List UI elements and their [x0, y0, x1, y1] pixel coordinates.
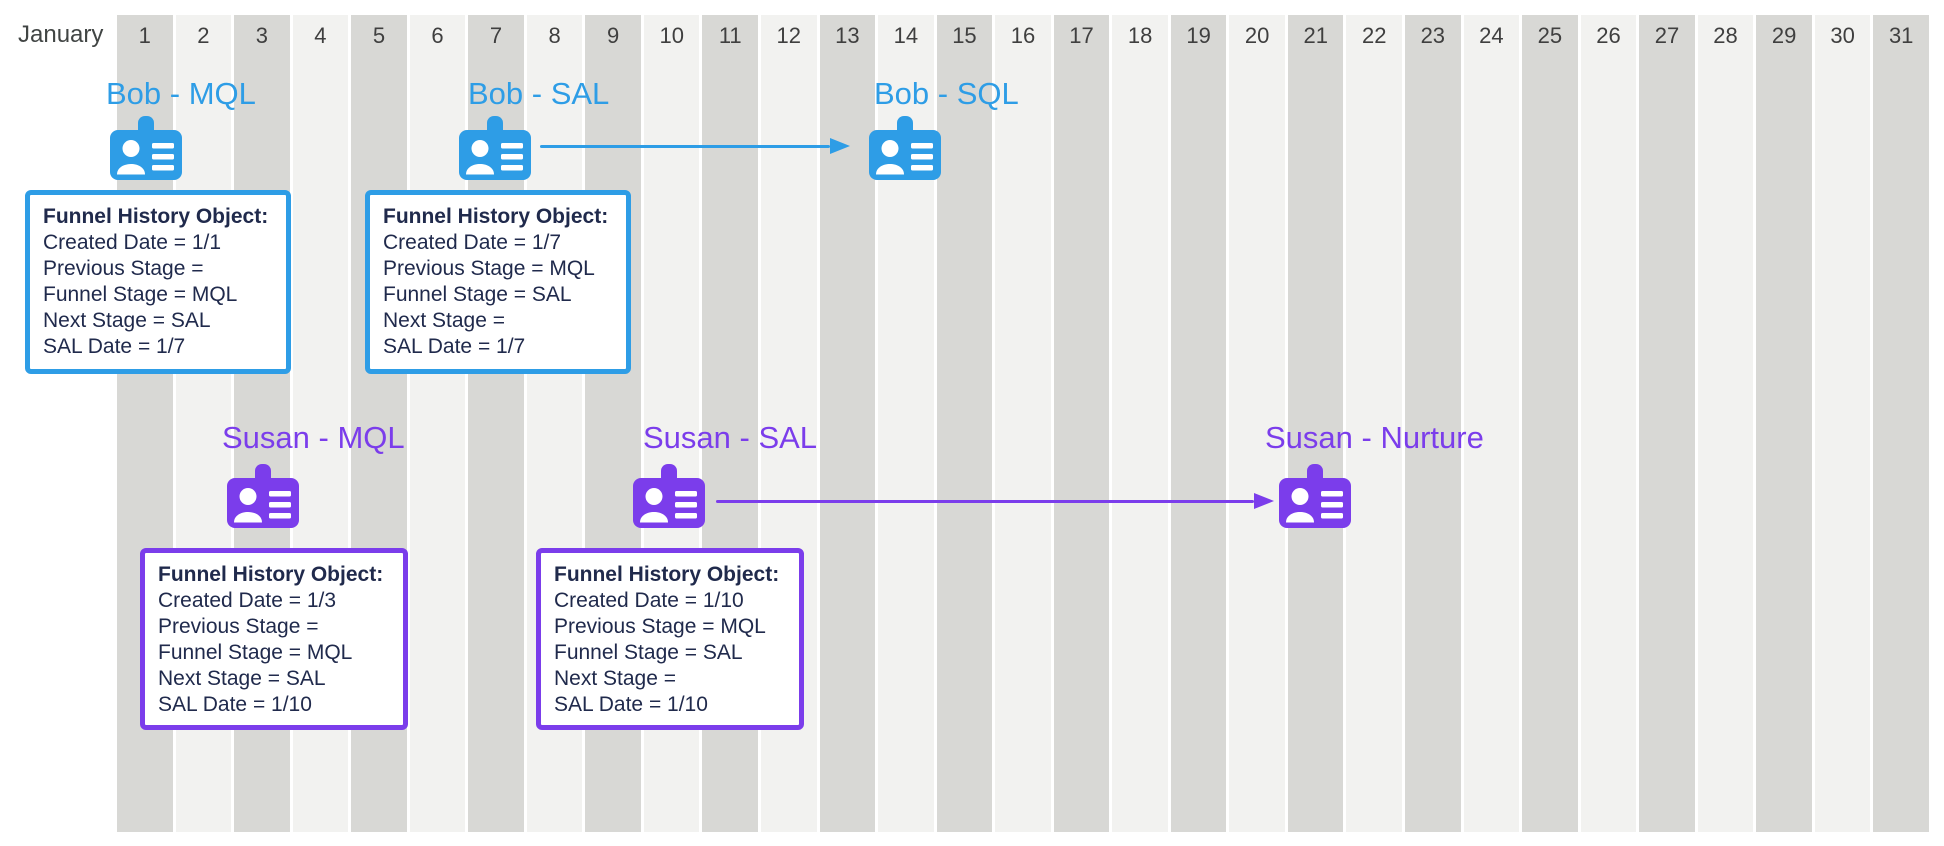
funnel-box-title: Funnel History Object: [383, 205, 609, 228]
day-column-23: 23 [1405, 15, 1461, 832]
day-column-28: 28 [1697, 15, 1754, 832]
funnel-box-line: Next Stage = [383, 309, 505, 332]
funnel-box-title: Funnel History Object: [158, 563, 384, 586]
funnel-box-title: Funnel History Object: [554, 563, 780, 586]
day-column-19: 19 [1170, 15, 1227, 832]
day-number: 29 [1771, 23, 1797, 48]
funnel-box-line: Next Stage = SAL [43, 309, 211, 332]
contact-badge-icon-susan-sal [633, 464, 705, 528]
day-column-31: 31 [1873, 15, 1929, 832]
funnel-history-box-bob-mql: Funnel History Object: Created Date = 1/… [25, 190, 291, 374]
day-number: 28 [1713, 23, 1738, 48]
funnel-box-line: Previous Stage = [43, 257, 204, 280]
funnel-box-line: Next Stage = [554, 667, 676, 690]
arrow-line [716, 500, 1254, 503]
day-number: 8 [548, 23, 561, 48]
day-column-21: 21 [1287, 15, 1344, 832]
day-number: 2 [197, 23, 210, 48]
stage-label-bob-mql: Bob - MQL [106, 76, 256, 111]
funnel-box-line: Funnel Stage = SAL [383, 283, 572, 306]
arrow-head-icon [1254, 493, 1274, 509]
day-column-24: 24 [1463, 15, 1520, 832]
day-column-22: 22 [1346, 15, 1403, 832]
funnel-box-line: SAL Date = 1/10 [554, 693, 708, 716]
day-number: 13 [835, 23, 860, 48]
day-number: 27 [1654, 23, 1680, 48]
day-number: 25 [1537, 23, 1563, 48]
month-label: January [18, 21, 104, 48]
funnel-box-line: Created Date = 1/10 [554, 589, 744, 612]
stage-label-bob-sql: Bob - SQL [874, 76, 1019, 111]
day-number: 16 [1010, 23, 1036, 48]
funnel-box-line: Previous Stage = [158, 615, 319, 638]
stage-label-susan-sal: Susan - SAL [643, 420, 818, 455]
day-column-16: 16 [995, 15, 1051, 832]
day-number: 26 [1596, 23, 1621, 48]
funnel-box-line: Previous Stage = MQL [554, 615, 766, 638]
day-number: 21 [1303, 23, 1328, 48]
day-column-18: 18 [1112, 15, 1168, 832]
contact-badge-icon-bob-sql [869, 116, 941, 180]
funnel-box-title: Funnel History Object: [43, 205, 269, 228]
funnel-box-line: Previous Stage = MQL [383, 257, 595, 280]
funnel-box-line: SAL Date = 1/10 [158, 693, 312, 716]
day-number: 1 [138, 23, 151, 48]
day-column-27: 27 [1639, 15, 1695, 832]
day-number: 19 [1186, 23, 1211, 48]
funnel-history-box-susan-sal: Funnel History Object: Created Date = 1/… [536, 548, 804, 730]
day-column-15: 15 [936, 15, 993, 832]
day-number: 17 [1069, 23, 1094, 48]
day-number: 3 [255, 23, 268, 48]
funnel-box-line: Funnel Stage = MQL [43, 283, 238, 306]
funnel-box-line: SAL Date = 1/7 [43, 335, 186, 358]
funnel-box-line: Next Stage = SAL [158, 667, 326, 690]
day-number: 15 [952, 23, 977, 48]
day-column-17: 17 [1053, 15, 1110, 832]
day-number: 4 [314, 23, 327, 48]
funnel-history-box-susan-mql: Funnel History Object: Created Date = 1/… [140, 548, 408, 730]
funnel-box-line: Funnel Stage = MQL [158, 641, 353, 664]
funnel-box-line: SAL Date = 1/7 [383, 335, 526, 358]
day-number: 31 [1888, 23, 1914, 48]
contact-badge-icon-bob-mql [110, 116, 182, 180]
funnel-box-line: Created Date = 1/3 [158, 589, 337, 612]
stage-label-bob-sal: Bob - SAL [468, 76, 610, 111]
contact-badge-icon-susan-nurture [1279, 464, 1351, 528]
day-number: 18 [1127, 23, 1153, 48]
day-number: 14 [893, 23, 919, 48]
funnel-box-line: Created Date = 1/7 [383, 231, 562, 254]
funnel-box-line: Created Date = 1/1 [43, 231, 222, 254]
arrow-head-icon [830, 138, 850, 154]
arrow-line [540, 145, 830, 148]
day-number: 20 [1244, 23, 1270, 48]
day-number: 7 [489, 23, 503, 48]
day-number: 10 [659, 23, 684, 48]
day-column-26: 26 [1580, 15, 1637, 832]
day-column-20: 20 [1229, 15, 1285, 832]
funnel-box-line: Funnel Stage = SAL [554, 641, 743, 664]
contact-badge-icon-bob-sal [459, 116, 531, 180]
funnel-history-box-bob-sal: Funnel History Object: Created Date = 1/… [365, 190, 631, 374]
day-number: 9 [607, 23, 620, 48]
day-column-29: 29 [1756, 15, 1812, 832]
day-number: 5 [372, 23, 386, 48]
day-number: 6 [431, 23, 444, 48]
stage-label-susan-nurture: Susan - Nurture [1265, 420, 1484, 455]
day-number: 30 [1830, 23, 1855, 48]
contact-badge-icon-susan-mql [227, 464, 299, 528]
day-column-30: 30 [1814, 15, 1871, 832]
day-column-25: 25 [1522, 15, 1578, 832]
day-number: 11 [718, 23, 742, 48]
day-number: 24 [1479, 23, 1504, 48]
day-number: 12 [776, 23, 802, 48]
day-column-6: 6 [409, 15, 466, 832]
day-number: 22 [1362, 23, 1387, 48]
day-number: 23 [1420, 23, 1446, 48]
stage-label-susan-mql: Susan - MQL [222, 420, 405, 455]
